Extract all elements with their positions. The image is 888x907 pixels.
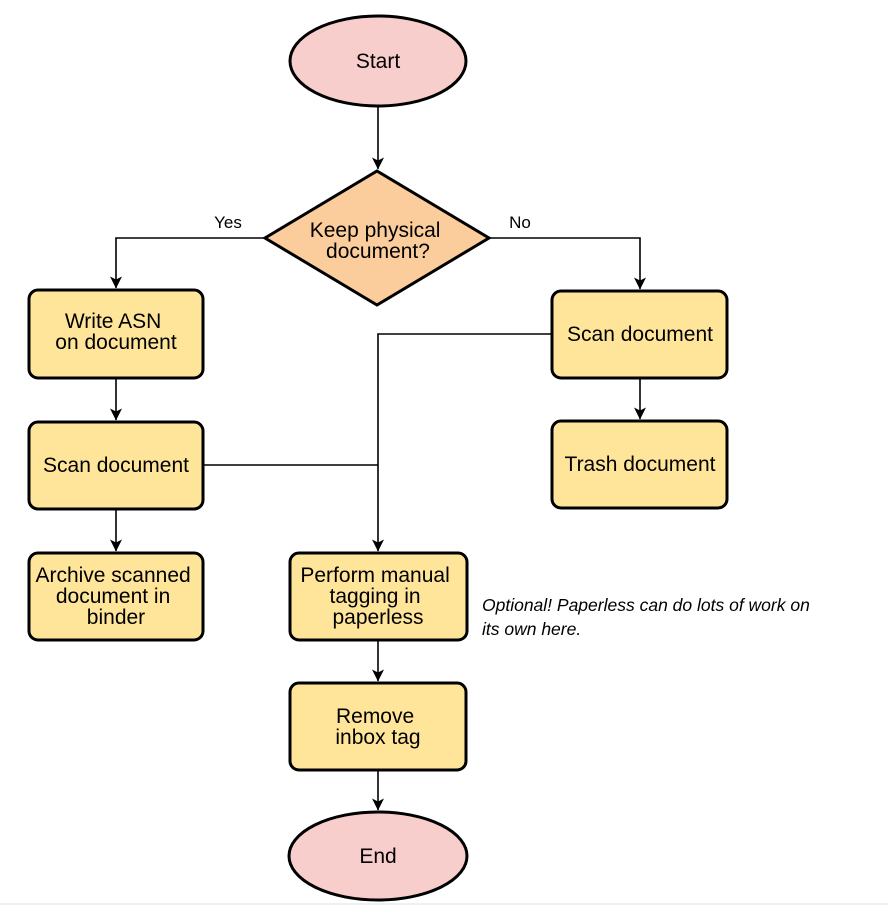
scan-left-label: Scan document [43,454,189,477]
decision-diamond-shape [262,169,492,307]
scan-right-process-shape [550,289,729,380]
scan-right-label: Scan document [567,323,713,346]
scan-left-process-shape [27,420,205,511]
node-write-asn: Write ASN on document [27,288,205,380]
archive-label-line1: Archive scanned [35,564,190,587]
edge-label-no: No [509,213,531,232]
tagging-label-line1: Perform manual [300,564,449,587]
trash-process-shape [550,419,729,510]
tagging-label-line3: paperless [332,606,423,629]
edge-decision-yes-to-write-asn [110,237,265,289]
end-label: End [359,845,396,868]
tagging-process-shape [288,551,469,642]
node-archive-in-binder: Archive scanned document in binder [27,551,205,642]
node-start: Start [288,14,468,108]
start-label: Start [356,50,401,73]
remove-inbox-label: Remove inbox tag [335,705,420,749]
node-scan-document-right: Scan document [550,289,729,380]
archive-label: Archive scanned document in binder [35,564,196,629]
tagging-label: Perform manual tagging in paperless [300,564,455,629]
tagging-label-line2: tagging in [330,585,421,608]
edge-decision-no-to-scan-right [489,237,646,290]
decision-label-line2: document? [326,240,430,263]
node-scan-document-left: Scan document [27,420,205,511]
remove-inbox-process-shape [288,681,468,772]
remove-inbox-label-line1: Remove [336,705,414,728]
write-asn-process-shape [27,288,205,380]
remove-inbox-label-line2: inbox tag [335,726,420,749]
decision-label: Keep physical document? [310,219,447,263]
node-remove-inbox-tag: Remove inbox tag [288,681,468,772]
node-end: End [287,810,469,902]
optional-note-line2: its own here. [482,619,581,639]
node-manual-tagging: Perform manual tagging in paperless [288,551,469,642]
end-terminal-shape [287,810,469,902]
write-asn-label-line1: Write ASN [65,310,161,333]
edges [110,106,646,811]
archive-process-shape [27,551,205,642]
archive-label-line2: document in [56,585,170,608]
start-terminal-shape [288,14,468,108]
edge-scan-right-to-tagging [372,333,552,552]
optional-note: Optional! Paperless can do lots of work … [482,595,815,639]
edge-label-yes: Yes [214,213,242,232]
archive-label-line3: binder [87,606,145,629]
write-asn-label: Write ASN on document [55,310,177,354]
write-asn-label-line2: on document [55,331,177,354]
trash-label: Trash document [565,453,716,476]
node-trash-document: Trash document [550,419,729,510]
node-decision-keep-physical: Keep physical document? [262,169,492,307]
optional-note-line1: Optional! Paperless can do lots of work … [482,595,810,615]
decision-label-line1: Keep physical [310,219,441,242]
